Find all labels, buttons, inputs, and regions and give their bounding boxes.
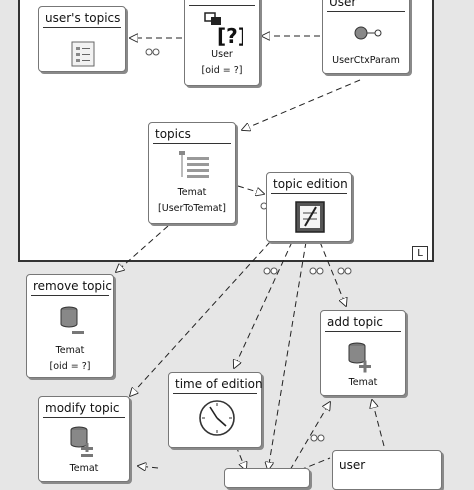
link-to-modify — [138, 466, 159, 468]
hierarchy-icon — [179, 151, 209, 178]
link-edition-to-modify — [130, 241, 271, 396]
unit-users-topics[interactable]: user's topics — [38, 6, 126, 72]
link-user-to-add — [372, 400, 385, 447]
unit-user-param[interactable]: User UserCtxParam — [322, 0, 410, 74]
unit-entity: User — [211, 49, 233, 60]
unit-title: remove topic — [33, 279, 112, 293]
unit-selector: [UserToTemat] — [158, 203, 226, 214]
link-edition-to-add — [319, 241, 346, 306]
svg-text:[?]: [?] — [217, 24, 243, 47]
unit-param-name: UserCtxParam — [332, 55, 400, 66]
link-edition-to-time — [234, 241, 293, 368]
unit-title: time of edition — [175, 377, 263, 391]
link-topics-to-remove — [116, 225, 169, 272]
link-time-to-bottom — [235, 445, 246, 470]
unit-topic-edition[interactable]: topic edition — [266, 172, 352, 242]
unit-title: topic edition — [273, 177, 348, 191]
entry-form-icon — [295, 201, 325, 233]
landmark-marker: L — [412, 246, 428, 261]
unit-title: user — [339, 458, 366, 472]
unit-title: topics — [155, 127, 191, 141]
unit-entity: Temat — [177, 187, 207, 198]
unit-user-bottom[interactable]: user — [332, 450, 442, 490]
link-param-to-topics — [242, 79, 361, 130]
unit-title: modify topic — [45, 401, 120, 415]
unit-selector: [oid = ?] — [49, 361, 91, 372]
unit-bottom-partial[interactable] — [224, 468, 310, 488]
unit-user[interactable]: [?] User [oid = ?] — [184, 0, 260, 86]
data-unit-icon: [?] — [204, 12, 243, 47]
link-topics-to-edition — [237, 185, 264, 194]
unit-entity: Temat — [69, 463, 99, 474]
unit-topics[interactable]: topics Temat [UserToTemat] — [148, 122, 236, 224]
param-key-icons — [145, 48, 352, 442]
link-bottom-to-add — [289, 402, 330, 471]
create-db-icon — [348, 342, 371, 373]
unit-title: add topic — [327, 315, 383, 329]
link-edition-to-bottom — [268, 241, 307, 470]
unit-title: User — [329, 0, 357, 9]
unit-selector: [oid = ?] — [201, 65, 243, 76]
unit-title: user's topics — [45, 11, 121, 25]
unit-remove-topic[interactable]: remove topic Temat [oid = ?] — [26, 274, 114, 378]
param-icon — [354, 26, 382, 40]
unit-entity: Temat — [55, 345, 85, 356]
unit-time-of-edition[interactable]: time of edition — [168, 372, 263, 448]
delete-db-icon — [60, 306, 84, 334]
modify-db-icon — [70, 426, 93, 457]
index-list-icon — [71, 41, 95, 67]
connector-layer — [0, 0, 385, 474]
unit-entity: Temat — [348, 377, 378, 388]
unit-add-topic[interactable]: add topic Temat — [320, 310, 406, 396]
unit-modify-topic[interactable]: modify topic Temat — [38, 396, 130, 482]
clock-icon — [199, 400, 235, 436]
